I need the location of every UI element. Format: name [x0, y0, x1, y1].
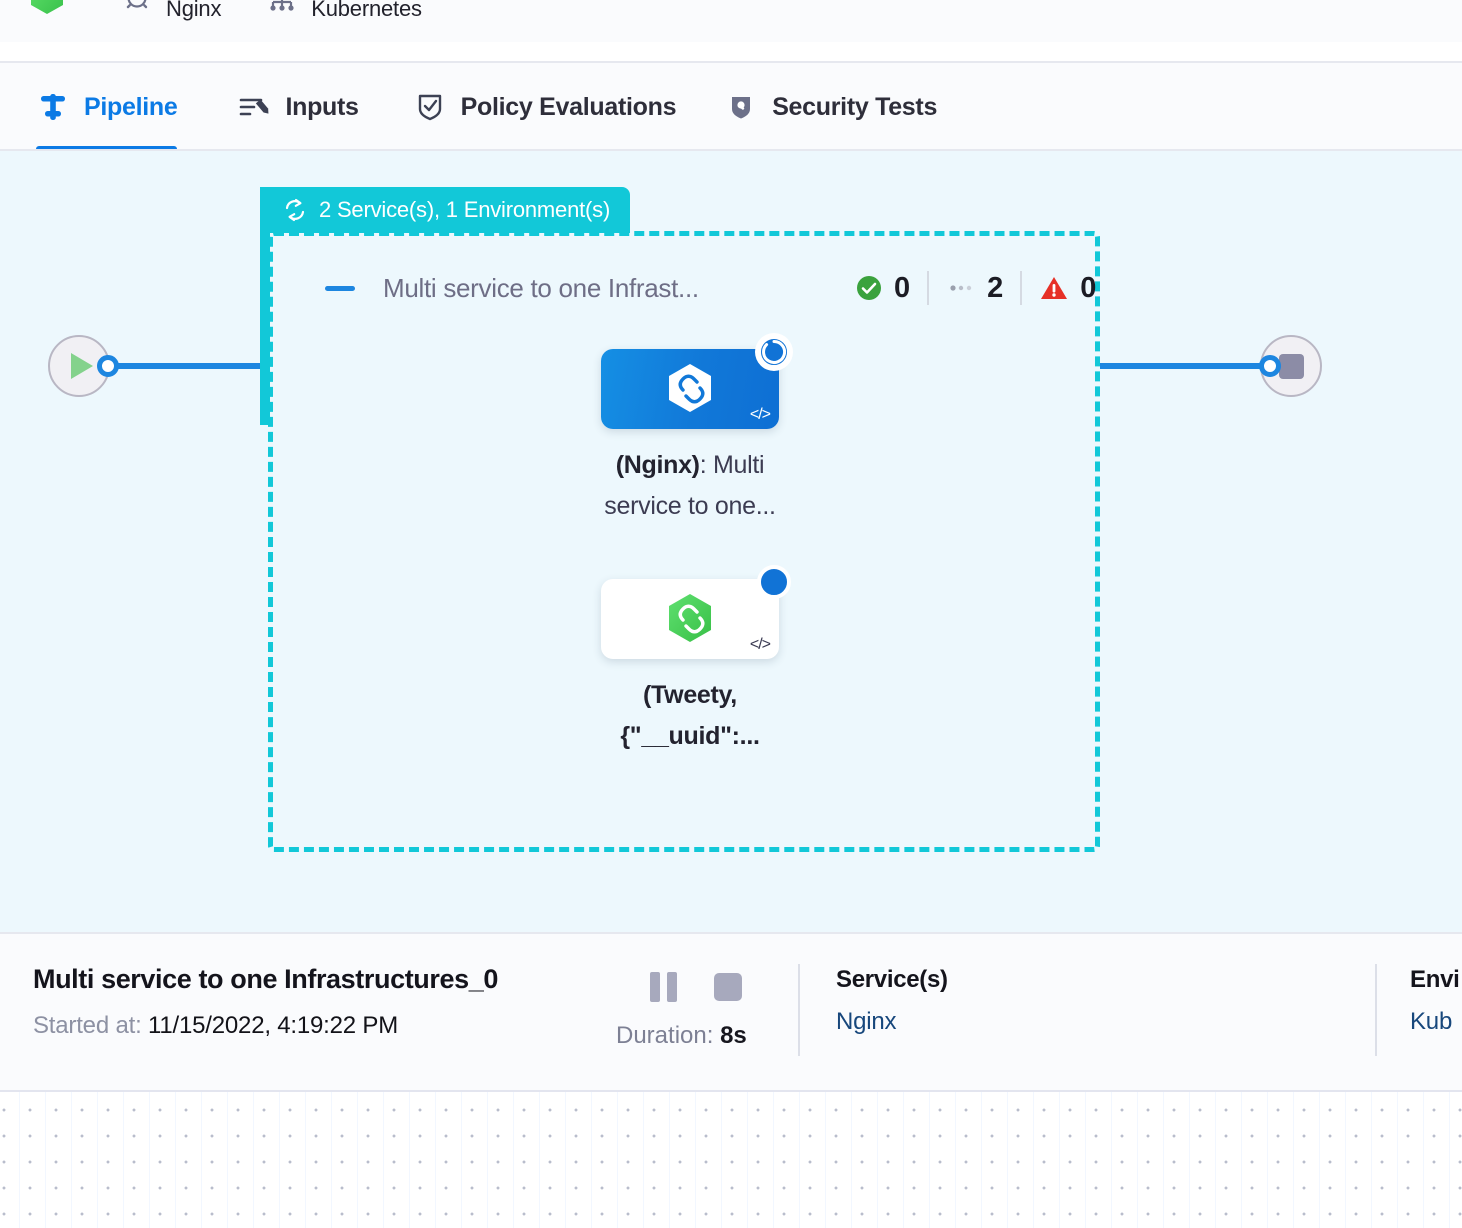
- execution-info-bar: Multi service to one Infrastructures_0 S…: [0, 932, 1462, 1090]
- status-failed: 0: [1022, 272, 1113, 305]
- group-status-counts: 0 2 0: [838, 271, 1113, 305]
- status-success-count: 0: [894, 271, 911, 304]
- breadcrumb-bar: Nginx Kubernetes: [0, 0, 1462, 42]
- play-icon: [71, 353, 93, 379]
- breadcrumb-environment[interactable]: Kubernetes: [265, 0, 422, 42]
- running-solid-badge: [757, 565, 791, 599]
- tab-pipeline-label: Pipeline: [84, 92, 178, 121]
- tab-inputs-label: Inputs: [285, 92, 359, 121]
- service-node-nginx[interactable]: </> (Nginx): Multi service to one...: [575, 335, 805, 528]
- tab-inputs[interactable]: Inputs: [237, 63, 359, 151]
- group-header: Multi service to one Infrast...: [325, 273, 699, 304]
- inputs-icon: [240, 98, 269, 116]
- dots-icon: [950, 285, 972, 291]
- tab-bar: Pipeline Inputs Policy Evaluations: [0, 63, 1462, 151]
- breadcrumb-service-label: Nginx: [166, 0, 222, 21]
- pipeline-icon: [41, 94, 65, 120]
- group-left-accent-bar: [260, 187, 270, 425]
- edge-start-to-group: [108, 363, 268, 369]
- execution-started-at: Started at: 11/15/2022, 4:19:22 PM: [33, 1012, 398, 1040]
- breadcrumb-service[interactable]: Nginx: [120, 0, 221, 42]
- service-node-tweety-name: (Tweety,: [643, 681, 737, 709]
- tab-security-tests-label: Security Tests: [772, 92, 938, 121]
- info-divider-1: [798, 964, 800, 1056]
- group-title: Multi service to one Infrast...: [383, 273, 699, 303]
- code-glyph-icon: </>: [749, 636, 771, 653]
- group-label-text: 2 Service(s), 1 Environment(s): [319, 197, 611, 222]
- group-label-chip[interactable]: 2 Service(s), 1 Environment(s): [260, 187, 631, 233]
- tab-bar-divider: [0, 149, 1462, 151]
- hexagon-infinity-white-icon: [669, 364, 711, 412]
- hexagon-infinity-green-icon: [669, 594, 711, 642]
- breadcrumb-service-logo[interactable]: [30, 0, 76, 42]
- policy-shield-icon: [418, 94, 441, 121]
- info-environments-column: Envi Kub: [1410, 966, 1460, 1036]
- service-node-tweety-card[interactable]: </>: [601, 565, 791, 659]
- security-shield-icon: [732, 97, 751, 119]
- gear-icon: [126, 0, 148, 9]
- harness-hexagon-logo-icon: [31, 0, 63, 14]
- dot-grid-canvas[interactable]: [0, 1090, 1462, 1228]
- running-spinner-badge: [757, 335, 791, 369]
- environments-heading: Envi: [1410, 966, 1460, 993]
- service-node-tweety-label: (Tweety, {"__uuid":...: [575, 675, 805, 758]
- spinner-ring-icon: [762, 339, 787, 364]
- breadcrumb-divider: [0, 61, 1462, 63]
- code-glyph-icon: </>: [749, 406, 771, 423]
- service-node-tweety-desc: {"__uuid":...: [620, 722, 760, 751]
- end-node-port[interactable]: [1259, 355, 1281, 377]
- pause-button[interactable]: [650, 972, 678, 1002]
- execution-controls: [650, 972, 742, 1002]
- status-failed-count: 0: [1080, 271, 1097, 304]
- service-node-nginx-card[interactable]: </>: [601, 335, 791, 429]
- status-running: 2: [929, 272, 1020, 305]
- tab-policy-evaluations[interactable]: Policy Evaluations: [413, 63, 677, 151]
- service-node-tweety[interactable]: </> (Tweety, {"__uuid":...: [575, 565, 805, 758]
- execution-duration: Duration: 8s: [616, 1022, 747, 1050]
- tab-security-tests[interactable]: Security Tests: [724, 63, 937, 151]
- edge-group-to-end: [1100, 363, 1275, 369]
- check-circle-icon: [857, 276, 881, 300]
- service-node-nginx-name: (Nginx): [615, 451, 700, 479]
- started-at-value: 11/15/2022, 4:19:22 PM: [148, 1012, 399, 1039]
- info-services-column: Service(s) Nginx: [836, 966, 948, 1036]
- loop-repeat-icon: [285, 198, 305, 222]
- status-divider-1: [927, 271, 930, 305]
- tab-policy-evaluations-label: Policy Evaluations: [460, 92, 677, 121]
- duration-value: 8s: [720, 1022, 747, 1049]
- warning-triangle-icon: [1041, 277, 1068, 299]
- started-at-label: Started at:: [33, 1012, 142, 1039]
- status-success: 0: [838, 272, 927, 305]
- duration-label: Duration:: [616, 1022, 714, 1049]
- environments-value-link[interactable]: Kub: [1410, 1008, 1453, 1035]
- breadcrumb-environment-label: Kubernetes: [311, 0, 422, 21]
- tab-pipeline[interactable]: Pipeline: [36, 63, 178, 151]
- status-running-count: 2: [987, 271, 1004, 304]
- service-node-nginx-label: (Nginx): Multi service to one...: [575, 445, 805, 528]
- group-dashed-container: [268, 231, 1100, 852]
- execution-title: Multi service to one Infrastructures_0: [33, 964, 498, 994]
- infrastructure-icon: [270, 0, 294, 11]
- pipeline-canvas[interactable]: 2 Service(s), 1 Environment(s) Multi ser…: [0, 151, 1462, 932]
- status-divider-2: [1020, 271, 1023, 305]
- services-heading: Service(s): [836, 966, 948, 993]
- start-node-port[interactable]: [97, 355, 119, 377]
- service-node-nginx-desc: : Multi service to one...: [604, 451, 776, 521]
- stop-icon: [1278, 353, 1304, 379]
- collapse-minus-icon[interactable]: [325, 286, 355, 291]
- stop-button[interactable]: [714, 973, 742, 1001]
- info-divider-2: [1375, 964, 1377, 1056]
- services-value-link[interactable]: Nginx: [836, 1008, 897, 1035]
